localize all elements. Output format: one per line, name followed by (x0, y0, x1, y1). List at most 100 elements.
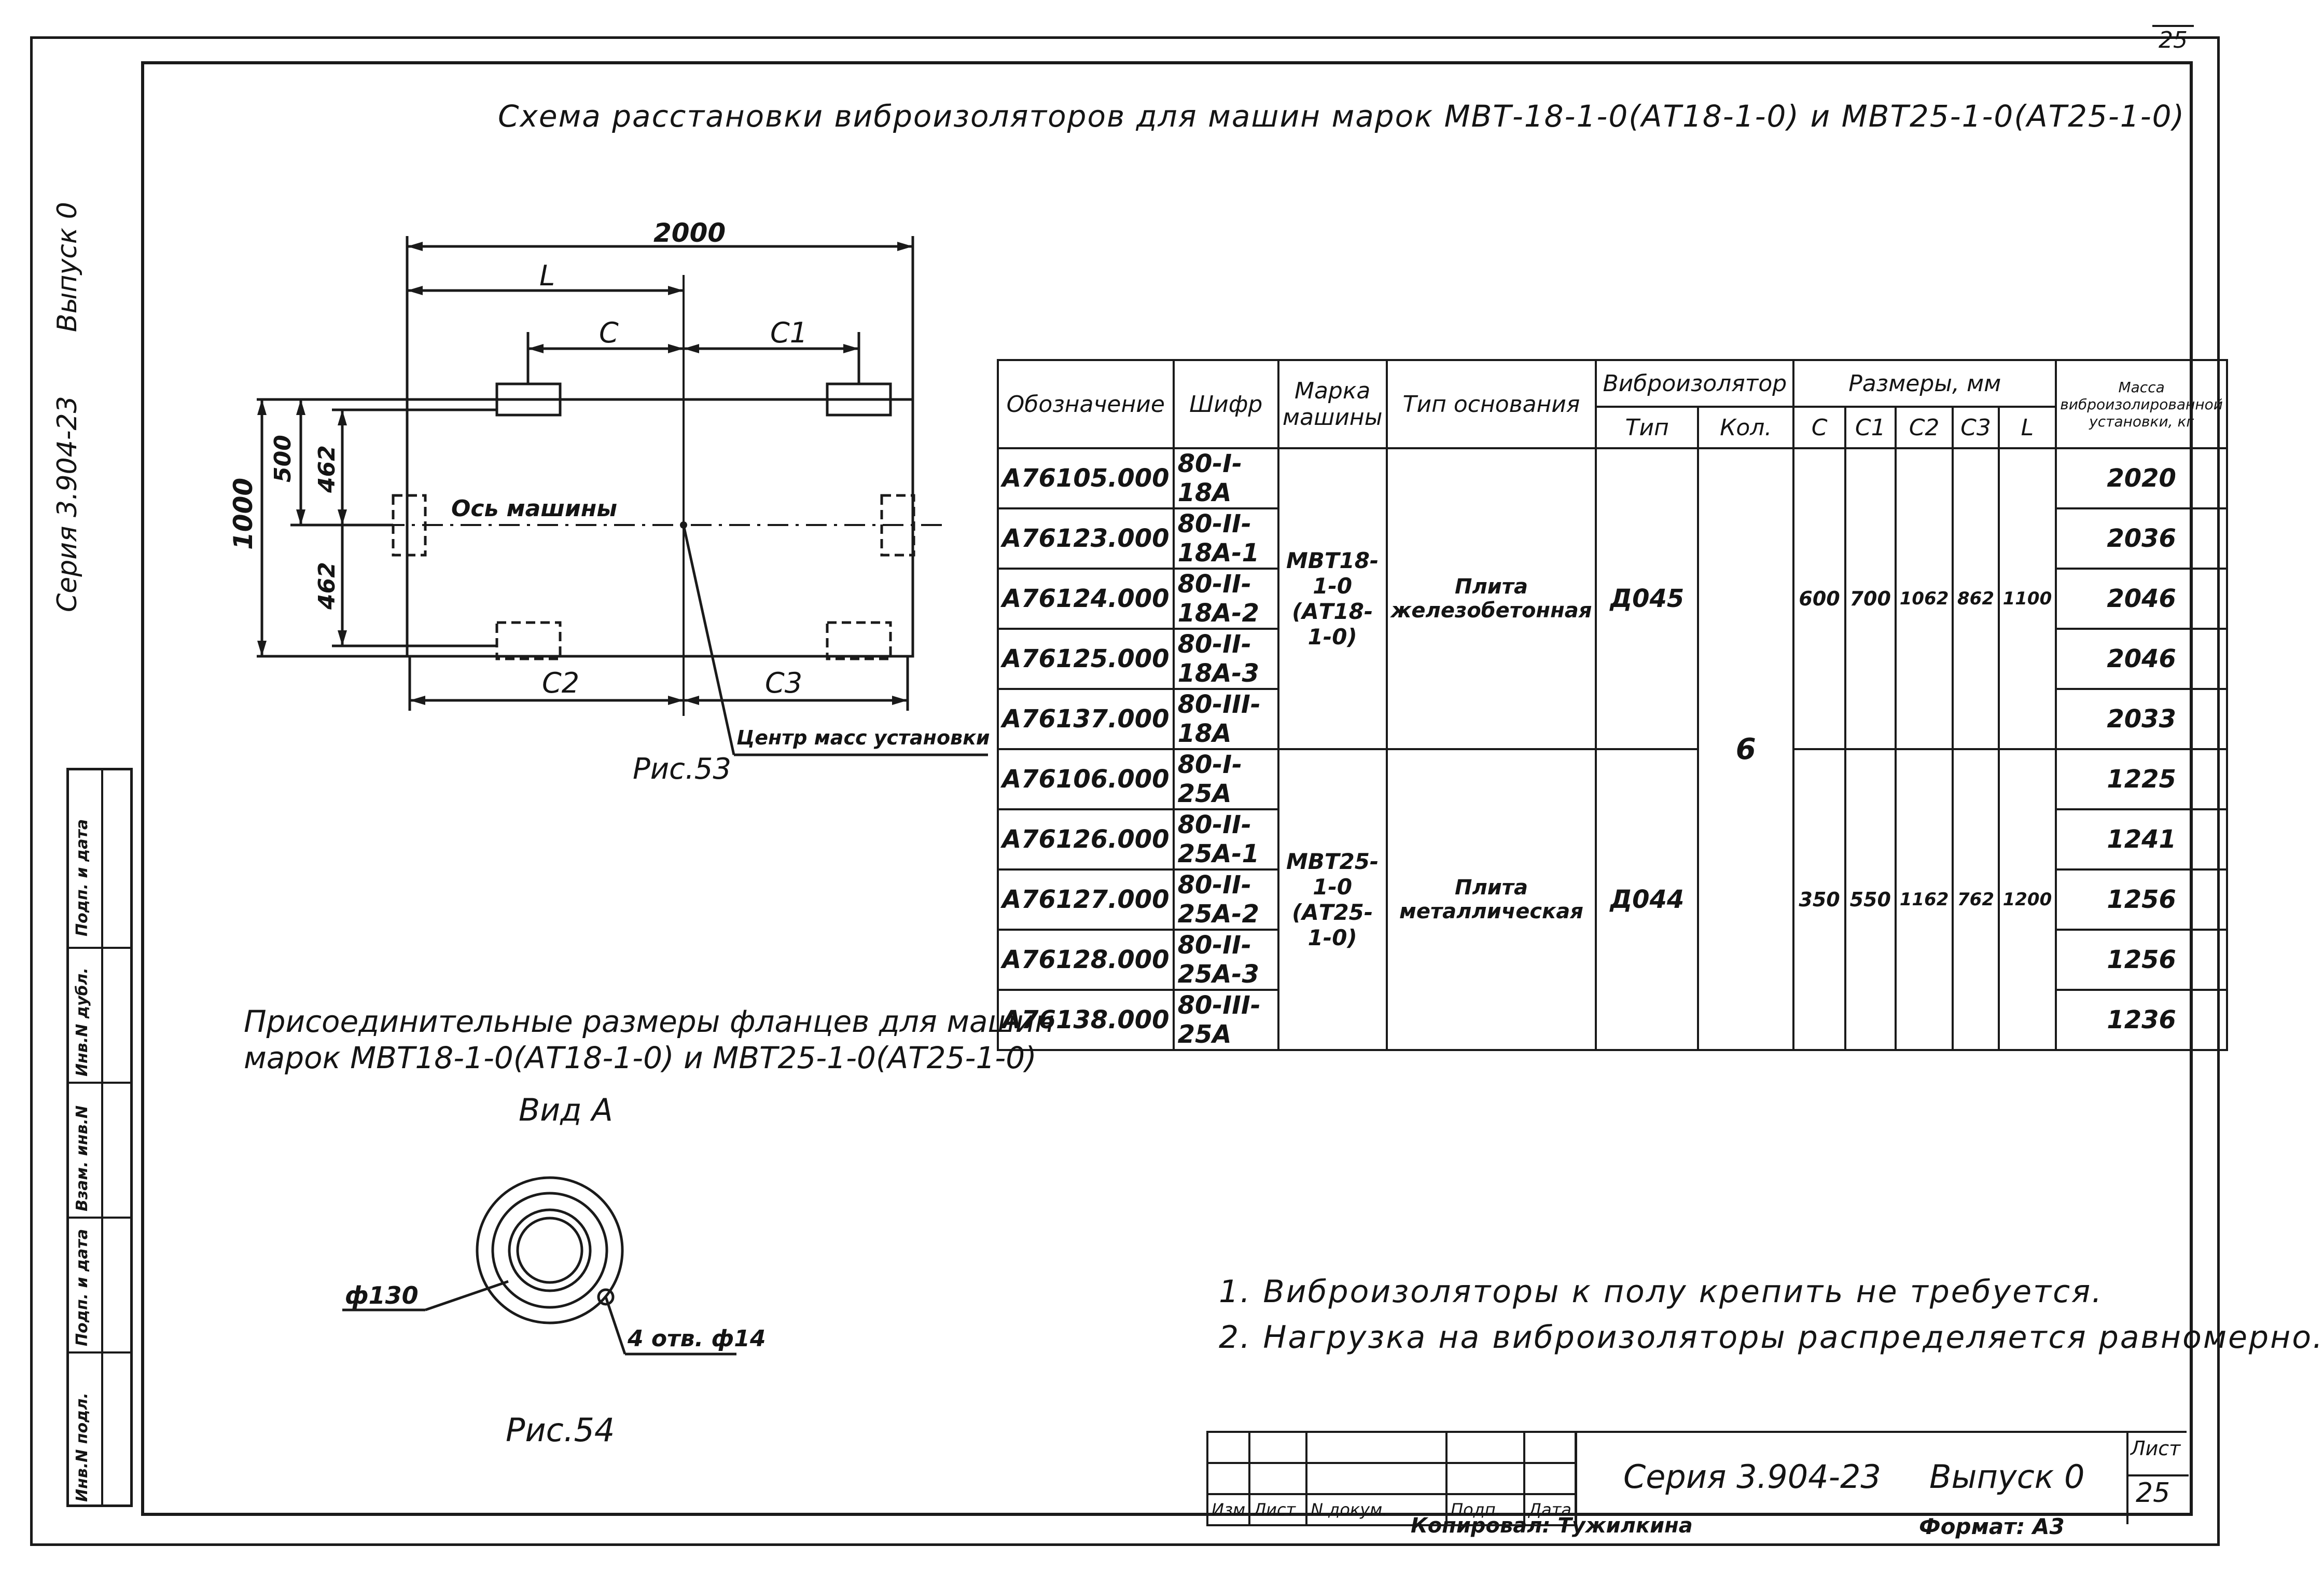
row-designation: А76124.000 (997, 568, 1175, 630)
row-mass: 1256 (2055, 868, 2228, 931)
header-code: Шифр (1172, 359, 1279, 449)
side-issue: Выпуск 0 (52, 202, 83, 333)
row-code: 80-II-25А-2 (1172, 868, 1279, 931)
header-isolator-qty: Кол. (1697, 406, 1795, 449)
tb-format: Формат: А3 (1919, 1514, 2065, 1539)
group2-dim-c1: 550 (1844, 748, 1897, 1051)
title-block-frame (1575, 1431, 2189, 1524)
dim-C3-label: C3 (765, 667, 803, 699)
drawing-sheet: 25 Схема расстановки виброизоляторов для… (30, 25, 2323, 1546)
table-row: А76127.000 80-II-25А-2 1256 (997, 868, 2228, 931)
row-code: 80-II-18А-1 (1172, 507, 1279, 570)
group2-dim-c: 350 (1792, 748, 1846, 1051)
row-mass: 2046 (2055, 568, 2228, 630)
row-code: 80-I-18А (1172, 447, 1279, 509)
dim-500-label: 500 (270, 435, 296, 482)
row-designation: А76123.000 (997, 507, 1175, 570)
fig53-caption: Рис.53 (633, 752, 732, 786)
group1-base: Плита железобетонная (1385, 447, 1597, 750)
header-isolator: Виброизолятор (1595, 359, 1795, 408)
group1-dim-c1: 700 (1844, 447, 1897, 750)
tb-col-sign: Подп. (1445, 1493, 1526, 1526)
row-code: 80-II-25А-1 (1172, 808, 1279, 871)
header-dim-c2: C2 (1894, 406, 1954, 449)
header-base: Тип основания (1385, 359, 1597, 449)
row-code: 80-II-18А-2 (1172, 568, 1279, 630)
tb-sheet-number: 25 (2136, 1478, 2170, 1509)
stamp-row-3: Взам. инв.N (73, 1105, 91, 1211)
note-2: 2. Нагрузка на виброизоляторы распределя… (1219, 1319, 2324, 1356)
view-a-label: Вид А (519, 1092, 613, 1128)
row-mass: 2036 (2055, 507, 2228, 570)
table-row: А76123.000 80-II-18А-1 2036 (997, 507, 2228, 570)
fig54-caption: Рис.54 (506, 1411, 615, 1449)
row-mass: 2020 (2055, 447, 2228, 509)
flange-dia-label: ф130 (345, 1281, 419, 1309)
row-code: 80-II-25А-3 (1172, 929, 1279, 991)
header-dim-l: L (1997, 406, 2057, 449)
dim-2000-label: 2000 (653, 218, 726, 248)
group1-dim-c3: 862 (1952, 447, 2000, 750)
tb-sheet-label: Лист (2131, 1437, 2181, 1460)
side-series: Серия 3.904-23 (52, 396, 83, 612)
header-dim-c1: C1 (1844, 406, 1897, 449)
dim-L-label: L (539, 259, 555, 292)
group1-dim-l: 1100 (1997, 447, 2057, 750)
drawing-title: Схема расстановки виброизоляторов для ма… (498, 99, 2186, 134)
group1-machine: МВТ18-1-0 (АТ18-1-0) (1277, 447, 1388, 750)
dim-462-bottom-label: 462 (314, 562, 340, 610)
machine-axis-label: Ось машины (451, 495, 618, 522)
row-mass: 2033 (2055, 688, 2228, 750)
corner-sheet-number: 25 (2152, 25, 2194, 53)
group1-dim-c: 600 (1792, 447, 1846, 750)
header-dims: Размеры, мм (1792, 359, 2057, 408)
dim-C1-label: C1 (770, 316, 808, 349)
table-row: А76137.000 80-III-18А 2033 (997, 688, 2228, 750)
table-row: А76105.000 80-I-18А МВТ18-1-0 (АТ18-1-0)… (997, 447, 2228, 1051)
header-dim-c3: C3 (1952, 406, 2000, 449)
row-mass: 1225 (2055, 748, 2228, 810)
group2-dim-l: 1200 (1997, 748, 2057, 1051)
row-designation: А76138.000 (997, 989, 1175, 1051)
notes-block: 1. Виброизоляторы к полу крепить не треб… (1219, 1274, 2324, 1365)
table-row: А76128.000 80-II-25А-3 1256 (997, 929, 2228, 991)
title-block-grid: Изм Лист N докум. Подп. Дата (1206, 1431, 1578, 1526)
group2-machine: МВТ25-1-0 (АТ25-1-0) (1277, 748, 1388, 1051)
row-designation: А76105.000 (997, 447, 1175, 509)
stamp-row-5: Подп. и дата (73, 819, 91, 936)
row-mass: 2046 (2055, 628, 2228, 690)
group2-isolator-type: Д044 (1595, 748, 1700, 1051)
side-stamp: Подп. и дата Инв.N дубл. Взам. инв.N Под… (66, 768, 133, 1507)
dim-462-top-label: 462 (314, 445, 340, 493)
tb-col-sheet: Лист (1248, 1493, 1308, 1526)
row-code: 80-III-25А (1172, 989, 1279, 1051)
tb-copied: Копировал: Тужилкина (1411, 1514, 1693, 1538)
note-1: 1. Виброизоляторы к полу крепить не треб… (1219, 1274, 2104, 1310)
header-mass: Масса виброизолированной установки, кг (2055, 359, 2228, 449)
group2-dim-c3: 762 (1952, 748, 2000, 1051)
center-of-mass-label: Центр масс установки (736, 726, 990, 749)
header-isolator-type: Тип (1595, 406, 1700, 449)
table-row: А76106.000 80-I-25А МВТ25-1-0 (АТ25-1-0)… (997, 748, 2228, 1051)
flange-heading-2: марок МВТ18-1-0(АТ18-1-0) и МВТ25-1-0(АТ… (244, 1040, 1037, 1075)
isolator-qty: 6 (1697, 447, 1795, 1051)
group1-isolator-type: Д045 (1595, 447, 1700, 750)
row-designation: А76126.000 (997, 808, 1175, 871)
stamp-row-4: Инв.N дубл. (73, 968, 91, 1076)
stamp-row-1: Инв.N подл. (73, 1392, 91, 1502)
row-designation: А76106.000 (997, 748, 1175, 810)
flange-holes-label: 4 отв. ф14 (628, 1326, 766, 1352)
row-mass: 1236 (2055, 989, 2228, 1051)
spec-table: Обозначение Шифр Марка машины Тип основа… (997, 359, 2228, 1051)
header-designation: Обозначение (997, 359, 1175, 449)
row-code: 80-II-18А-3 (1172, 628, 1279, 690)
dim-C-label: C (599, 316, 619, 349)
row-mass: 1241 (2055, 808, 2228, 871)
table-row: А76124.000 80-II-18А-2 2046 (997, 568, 2228, 630)
stamp-row-2: Подп. и дата (73, 1228, 91, 1346)
row-designation: А76137.000 (997, 688, 1175, 750)
header-machine: Марка машины (1277, 359, 1388, 449)
row-designation: А76127.000 (997, 868, 1175, 931)
row-designation: А76128.000 (997, 929, 1175, 991)
dim-1000-label: 1000 (228, 477, 258, 550)
